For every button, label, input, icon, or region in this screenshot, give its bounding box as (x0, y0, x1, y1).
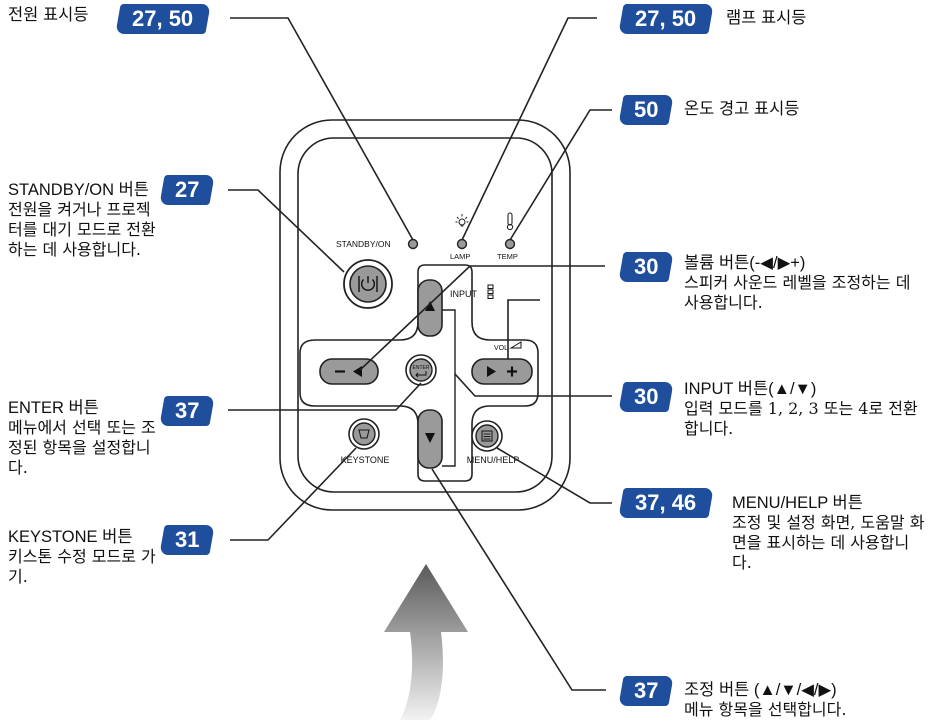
callout-enter: ENTER 버튼 메뉴에서 선택 또는 조정된 항목을 설정합니다. (8, 398, 158, 478)
callout-menu: MENU/HELP 버튼 조정 및 설정 화면, 도움말 화면을 표시하는 데 … (732, 493, 927, 573)
input-bracket-line (442, 309, 456, 467)
leader-keystone (230, 447, 357, 541)
speaker-icon (509, 341, 522, 349)
enter-button[interactable]: ENTER (405, 354, 437, 386)
callout-adjust-title: 조정 버튼 (▲/▼/◀/▶) (684, 681, 837, 699)
input-icon (487, 284, 494, 299)
triangle-right-icon (487, 366, 496, 377)
thermometer-icon (506, 212, 514, 231)
badge-menu: 37, 46 (618, 488, 714, 518)
callout-standby: STANDBY/ON 버튼 전원을 켜거나 프로젝터를 대기 모드로 전환하는 … (8, 180, 158, 260)
callout-power-title: 전원 표시등 (8, 6, 89, 24)
callout-lamp: 램프 표시등 (726, 8, 926, 28)
badge-power: 27, 50 (115, 4, 211, 34)
leader-temp (509, 109, 612, 241)
menu-icon (481, 430, 493, 442)
enter-panel-label: ENTER (413, 365, 430, 371)
callout-lamp-title: 램프 표시등 (726, 9, 807, 27)
vol-panel-label: VOL (494, 345, 508, 352)
input-panel-label: INPUT (450, 289, 478, 299)
callout-enter-desc: 메뉴에서 선택 또는 조정된 항목을 설정합니다. (8, 418, 156, 477)
keystone-button[interactable] (348, 418, 380, 450)
triangle-up-icon (425, 301, 435, 311)
return-icon (415, 371, 427, 378)
badge-volume: 30 (618, 252, 674, 282)
standby-panel-label: STANDBY/ON (336, 239, 391, 249)
keystone-panel-label: KEYSTONE (341, 455, 390, 465)
volume-minus-button[interactable] (319, 358, 379, 385)
control-cross-outline (299, 264, 539, 482)
lamp-indicator (456, 238, 468, 250)
callout-standby-title: STANDBY/ON 버튼 (8, 181, 149, 199)
down-button[interactable] (417, 409, 443, 469)
leader-lines (228, 17, 612, 691)
temp-panel-label: TEMP (497, 252, 518, 261)
up-button[interactable] (417, 279, 443, 337)
leader-volume-inner (507, 299, 540, 359)
callout-volume-desc: 스피커 사운드 레벨을 조정하는 데 사용합니다. (684, 273, 911, 312)
standby-on-button[interactable] (343, 259, 393, 309)
leader-power (230, 17, 414, 241)
badge-enter: 37 (159, 396, 215, 426)
leader-adjust (431, 468, 606, 691)
power-icon (358, 276, 378, 292)
badge-keystone: 31 (159, 525, 215, 555)
leader-volume (359, 265, 605, 371)
triangle-left-icon (353, 366, 362, 377)
volume-plus-button[interactable] (471, 358, 533, 385)
leader-lamp (461, 17, 597, 241)
menu-panel-label: MENU/HELP (467, 455, 520, 465)
badge-temp: 50 (618, 95, 674, 125)
callout-keystone-desc: 키스톤 수정 모드로 가기. (8, 547, 156, 586)
callout-volume: 볼륨 버튼(-◀/▶+) 스피커 사운드 레벨을 조정하는 데 사용합니다. (684, 253, 929, 313)
badge-lamp: 27, 50 (618, 4, 714, 34)
leader-input (454, 373, 612, 397)
power-indicator (407, 238, 419, 250)
leader-standby (228, 189, 345, 273)
lamp-panel-label: LAMP (450, 252, 470, 261)
temp-indicator (504, 238, 516, 250)
leader-enter (228, 382, 422, 411)
callout-standby-desc: 전원을 켜거나 프로젝터를 대기 모드로 전환하는 데 사용합니다. (8, 200, 156, 259)
badge-standby: 27 (159, 175, 215, 205)
callout-input-title: INPUT 버튼(▲/▼) (684, 380, 817, 398)
callout-power: 전원 표시등 (8, 5, 116, 25)
callout-adjust-desc: 메뉴 항목을 선택합니다. (684, 700, 847, 719)
callout-menu-desc: 조정 및 설정 화면, 도움말 화면을 표시하는 데 사용합니다. (732, 513, 925, 572)
control-panel (279, 119, 571, 511)
badge-input: 30 (618, 382, 674, 412)
callout-volume-title: 볼륨 버튼(-◀/▶+) (684, 254, 806, 272)
callout-input-desc: 입력 모드를 1, 2, 3 또는 4로 전환합니다. (684, 399, 918, 438)
callout-enter-title: ENTER 버튼 (8, 399, 99, 417)
lamp-icon (455, 214, 469, 227)
callout-adjust: 조정 버튼 (▲/▼/◀/▶) 메뉴 항목을 선택합니다. (684, 680, 929, 720)
triangle-down-icon (425, 433, 435, 443)
badge-adjust: 37 (618, 676, 674, 706)
callout-temp: 온도 경고 표시등 (684, 99, 924, 119)
keystone-icon (358, 429, 370, 439)
callout-keystone-title: KEYSTONE 버튼 (8, 528, 133, 546)
callout-temp-title: 온도 경고 표시등 (684, 100, 800, 118)
curved-arrow (384, 564, 468, 720)
callout-menu-title: MENU/HELP 버튼 (732, 494, 863, 512)
leader-menu (496, 447, 612, 504)
menu-help-button[interactable] (471, 420, 503, 452)
callout-input: INPUT 버튼(▲/▼) 입력 모드를 1, 2, 3 또는 4로 전환합니다… (684, 379, 929, 439)
callout-keystone: KEYSTONE 버튼 키스톤 수정 모드로 가기. (8, 527, 158, 587)
